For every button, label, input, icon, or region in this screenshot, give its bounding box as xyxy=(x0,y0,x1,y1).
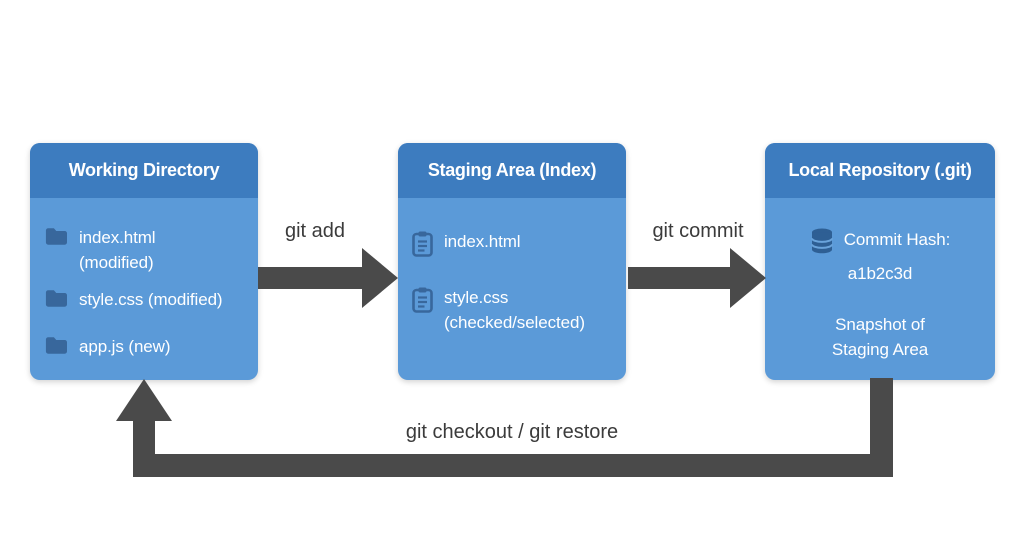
commit-hash-value: a1b2c3d xyxy=(847,264,913,283)
restore-arrow-horizontal-segment xyxy=(133,454,893,477)
restore-arrow-up-segment xyxy=(133,420,155,460)
file-item-label: style.css (modified) xyxy=(79,290,223,309)
staged-item-label: style.css (checked/selected) xyxy=(444,288,585,332)
staged-item-label: index.html xyxy=(444,232,521,251)
clipboard-icon xyxy=(412,287,433,313)
database-icon xyxy=(810,228,834,261)
box-staging-area-body: index.html style.css (checked/selected) xyxy=(398,198,626,335)
box-working-directory-header: Working Directory xyxy=(30,143,258,198)
git-commit-arrow-shaft xyxy=(628,267,730,289)
file-item-label: index.html (modified) xyxy=(79,228,156,272)
commit-hash-label: Commit Hash: xyxy=(843,230,951,249)
git-commit-label: git commit xyxy=(652,220,744,242)
file-item-label: app.js (new) xyxy=(79,337,171,356)
restore-arrow-down-segment xyxy=(870,378,893,477)
git-commit-arrowhead-icon xyxy=(730,248,766,308)
clipboard-icon xyxy=(412,231,433,257)
box-working-directory-body: index.html (modified) style.css (modifie… xyxy=(30,198,258,359)
file-item-index-html: index.html (modified) xyxy=(45,225,246,275)
box-local-repository-header: Local Repository (.git) xyxy=(765,143,995,198)
box-local-repository: Local Repository (.git) Commit Hash: a1b… xyxy=(765,143,995,380)
snapshot-note: Snapshot of Staging Area xyxy=(831,315,929,359)
file-item-style-css: style.css (modified) xyxy=(45,287,246,312)
box-staging-area-title: Staging Area (Index) xyxy=(427,160,597,180)
staged-item-index-html: index.html xyxy=(412,229,616,257)
git-add-arrowhead-icon xyxy=(362,248,398,308)
folder-icon xyxy=(45,289,67,307)
box-staging-area: Staging Area (Index) index.html xyxy=(398,143,626,380)
restore-arrowhead-icon xyxy=(116,379,172,421)
box-local-repository-body: Commit Hash: a1b2c3d Snapshot of Staging… xyxy=(765,198,995,362)
file-item-app-js: app.js (new) xyxy=(45,334,246,359)
box-working-directory-title: Working Directory xyxy=(68,160,220,180)
folder-icon xyxy=(45,336,67,354)
box-local-repository-title: Local Repository (.git) xyxy=(788,160,972,180)
git-add-arrow-shaft xyxy=(258,267,362,289)
staged-item-style-css: style.css (checked/selected) xyxy=(412,285,616,335)
box-working-directory: Working Directory index.html (modified) … xyxy=(30,143,258,380)
git-restore-label: git checkout / git restore xyxy=(405,421,619,443)
git-add-label: git add xyxy=(284,220,346,242)
folder-icon xyxy=(45,227,67,245)
commit-hash-item: Commit Hash: xyxy=(810,227,951,261)
box-staging-area-header: Staging Area (Index) xyxy=(398,143,626,198)
